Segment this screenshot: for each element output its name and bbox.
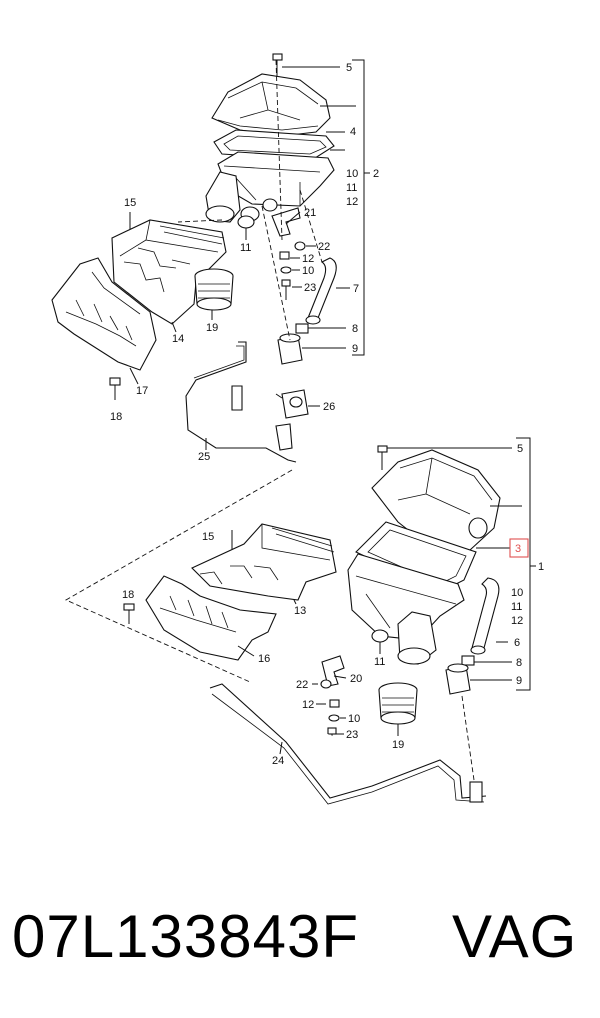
callout-upper-15: 15 (124, 197, 136, 209)
callout-lower-10b: 10 (348, 713, 360, 725)
callout-lower-12: 12 (511, 615, 523, 627)
callout-upper-12b: 12 (302, 253, 314, 265)
callout-upper-26: 26 (323, 401, 335, 413)
callout-lower-5: 5 (517, 443, 523, 455)
intake-neck-lower (397, 611, 437, 665)
callout-upper-12: 12 (346, 196, 358, 208)
callout-upper-4: 4 (350, 126, 356, 138)
callout-upper-7: 7 (353, 283, 359, 295)
callout-lower-13: 13 (294, 605, 306, 617)
callout-upper-11b: 11 (240, 242, 251, 254)
callout-upper-23: 23 (304, 282, 316, 294)
callout-lower-11: 11 (511, 601, 522, 613)
nut-12-upper (279, 251, 290, 260)
highlight-box (509, 538, 529, 558)
callout-upper-25: 25 (198, 451, 210, 463)
bolt-5-lower (377, 445, 388, 470)
exploded-parts-diagram: 5 4 10 11 12 2 15 21 22 12 10 23 7 11 19… (51, 53, 544, 805)
grommet-11-lower (371, 629, 389, 643)
callout-upper-8: 8 (352, 323, 358, 335)
clip-8-upper (295, 323, 309, 334)
upper-callouts: 5 4 10 11 12 2 15 21 22 12 10 23 7 11 19… (110, 62, 379, 463)
callout-lower-19: 19 (392, 739, 404, 751)
callout-lower-6: 6 (514, 637, 520, 649)
part-number: 07L133843F (12, 903, 359, 970)
washer-10-lower (328, 714, 340, 722)
callout-upper-10b: 10 (302, 265, 314, 277)
callout-upper-2: 2 (373, 168, 379, 180)
nut-22-lower (320, 679, 332, 689)
callout-upper-22: 22 (318, 241, 330, 253)
callout-lower-20: 20 (350, 673, 362, 685)
callout-upper-10: 10 (346, 168, 358, 180)
callout-upper-5: 5 (346, 62, 352, 74)
callout-lower-3-highlighted: 3 (515, 543, 521, 555)
sleeve-19-upper (194, 268, 234, 311)
lower-assembly (123, 437, 536, 805)
callout-upper-17: 17 (136, 385, 148, 397)
bolt-5-upper (272, 53, 283, 78)
bracket-21 (271, 207, 301, 237)
upper-assembly (51, 53, 370, 463)
callout-lower-22: 22 (296, 679, 308, 691)
grommet-11-upper (237, 215, 255, 229)
upper-dash-duct (177, 219, 223, 223)
intake-neck-upper (205, 171, 278, 223)
air-cleaner-cover-upper (211, 73, 331, 137)
vacuum-line-24 (209, 683, 487, 805)
callout-lower-23: 23 (346, 729, 358, 741)
washer-10-upper (280, 266, 292, 274)
air-guide-17 (51, 257, 157, 371)
bolt-23-upper (281, 279, 291, 300)
clip-8-lower (461, 655, 475, 666)
callout-upper-19: 19 (206, 322, 218, 334)
callout-lower-24: 24 (272, 755, 284, 767)
vacuum-line-25 (185, 341, 297, 463)
callout-lower-10: 10 (511, 587, 523, 599)
upper-dash-bolt (275, 59, 283, 241)
bolt-18-lower (123, 603, 135, 624)
air-duct-14 (111, 219, 227, 325)
callout-upper-18: 18 (110, 411, 122, 423)
valve-9-lower (445, 663, 471, 695)
lower-bracket (516, 437, 531, 691)
air-cleaner-cover-lower (371, 449, 501, 553)
callout-upper-14: 14 (172, 333, 184, 345)
lower-dash-valve-line (461, 695, 475, 781)
callout-lower-18: 18 (122, 589, 134, 601)
nut-22-upper (294, 241, 306, 251)
callout-lower-9: 9 (516, 675, 522, 687)
assembly-link-dash (65, 469, 293, 683)
hose-6 (470, 577, 500, 655)
part-caption: 07L133843F VAG (12, 892, 592, 982)
air-cleaner-housing-lower (347, 553, 465, 641)
callout-leaders (129, 66, 522, 755)
valve-26 (275, 389, 309, 419)
callout-upper-9: 9 (352, 343, 358, 355)
callout-upper-21: 21 (304, 207, 316, 219)
brand-name: VAG (452, 903, 578, 970)
callout-lower-12b: 12 (302, 699, 314, 711)
callout-lower-11b: 11 (374, 656, 385, 668)
air-guide-16 (145, 575, 277, 661)
upper-dash-valve (261, 205, 291, 341)
air-duct-13 (191, 523, 337, 601)
bolt-18-upper (109, 377, 121, 400)
valve-9-upper (277, 333, 303, 365)
upper-bracket (352, 59, 365, 356)
callout-lower-15: 15 (202, 531, 214, 543)
hose-7 (305, 257, 337, 325)
lower-callouts: 5 3 1 10 11 12 6 8 9 15 13 18 16 11 22 2… (122, 443, 544, 767)
callout-lower-16: 16 (258, 653, 270, 665)
callout-lower-8: 8 (516, 657, 522, 669)
nut-12-lower (329, 699, 340, 708)
upper-dash-hose (299, 189, 323, 263)
sleeve-19-lower (378, 682, 418, 725)
callout-upper-11: 11 (346, 182, 357, 194)
callout-lower-1: 1 (538, 561, 544, 573)
